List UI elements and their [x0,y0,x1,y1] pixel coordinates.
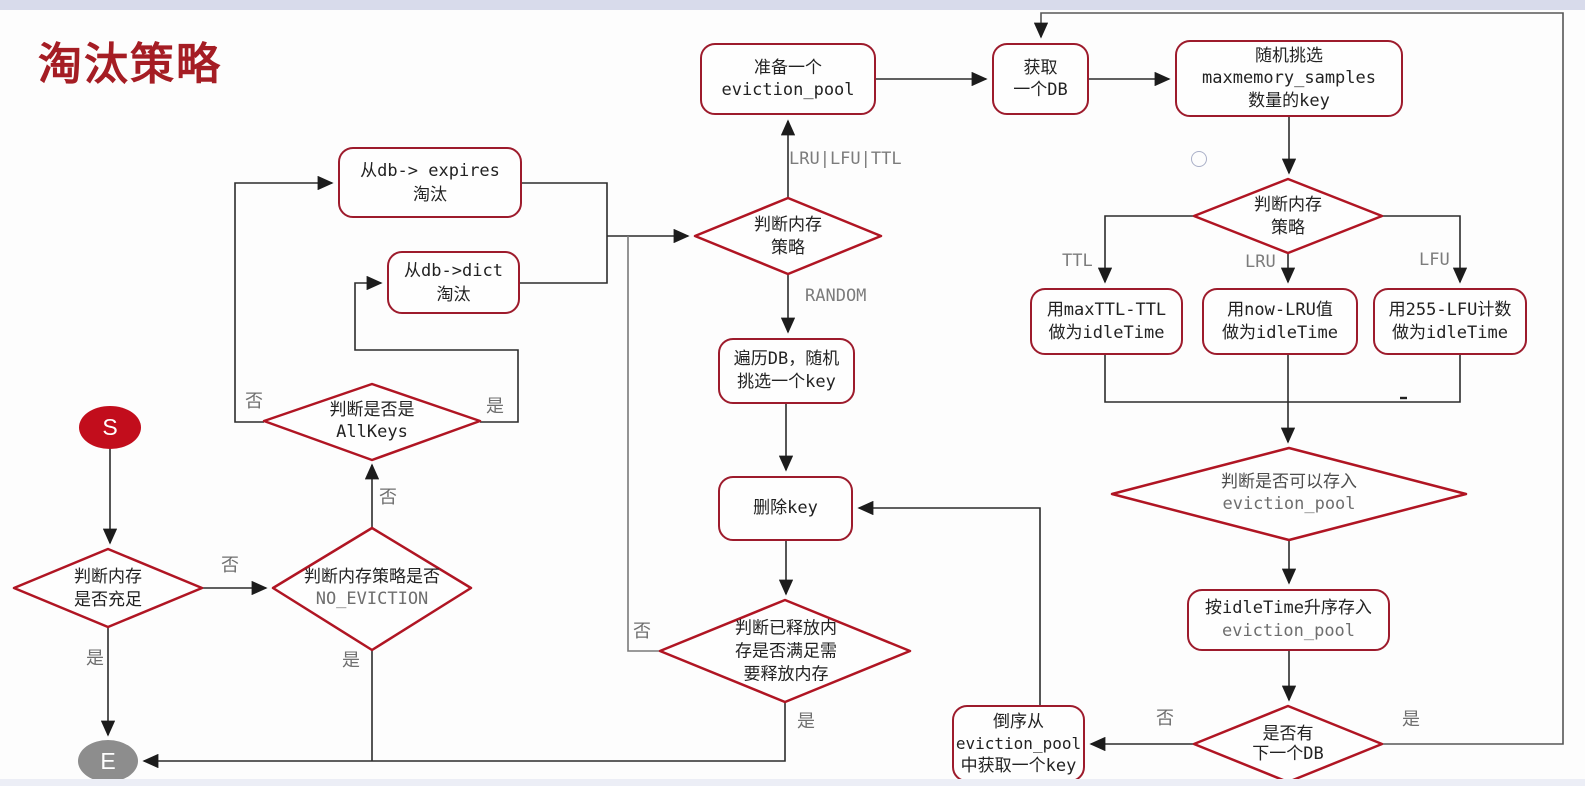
label-next-db: 是否有 下一个DB [1252,724,1324,764]
node-from-dict-line1: 从db->dict [404,260,503,281]
edge-label-no-nextdb: 否 [1156,708,1174,728]
node-get-db: 获取 一个DB [992,43,1089,115]
node-traverse-db-line2: 挑选一个key [737,372,836,392]
cursor-circle-artifact [1191,151,1207,167]
node-insert-pool: 按idleTime升序存入 eviction_pool [1187,589,1390,651]
label-judge-memory: 判断内存 是否充足 [74,567,142,609]
diamond-judge-released [658,598,912,704]
diamond-next-db [1192,704,1384,784]
node-random-pick: 随机挑选 maxmemory_samples 数量的key [1175,40,1403,117]
edge-label-no-released: 否 [633,621,651,641]
edge-idletime-merge-bus [1104,355,1461,403]
page-title: 淘汰策略 [38,40,222,89]
node-use-lru: 用now-LRU值 做为idleTime [1202,288,1358,355]
label-judge-noeviction: 判断内存策略是否 NO_EVICTION [304,567,440,609]
edge-label-no-memcheck: 否 [221,555,239,575]
node-insert-pool-line2: eviction_pool [1221,621,1356,641]
node-traverse-db: 遍历DB，随机 挑选一个key [718,338,855,404]
diamond-judge-noeviction [271,526,473,652]
diamond-judge-pool [1110,446,1468,542]
node-random-pick-line3: 数量的key [1248,91,1330,111]
node-reverse-pool-line3: 中获取一个key [960,755,1077,776]
edge-label-yes-allkeys: 是 [486,396,504,416]
node-from-dict-line2: 淘汰 [436,284,471,304]
diamond-judge-policy-right [1192,177,1384,255]
edge-label-no-allkeys: 否 [245,391,263,411]
diamond-judge-allkeys [262,382,482,462]
node-get-db-line1: 获取 [1023,58,1058,77]
node-use-ttl: 用maxTTL-TTL 做为idleTime [1030,288,1183,355]
node-random-pick-line2: maxmemory_samples [1202,68,1376,88]
node-from-dict: 从db->dict 淘汰 [387,251,520,314]
node-prepare-pool: 准备一个 eviction_pool [700,43,876,115]
diamond-judge-policy-left [693,196,883,276]
end-node: E [78,740,138,782]
node-use-lru-line1: 用now-LRU值 [1227,299,1333,320]
edge-label-lru: LRU [1245,252,1276,272]
node-use-lfu: 用255-LFU计数 做为idleTime [1373,288,1527,355]
edge-released-yes-to-end [142,702,786,769]
node-reverse-pool-line1: 倒序从 [993,711,1044,731]
top-window-strip [0,0,1585,10]
label-judge-allkeys: 判断是否是 AllKeys [329,400,415,442]
node-reverse-pool-line2: eviction_pool [955,733,1082,753]
node-use-lfu-line1: 用255-LFU计数 [1388,299,1512,320]
node-get-db-line2: 一个DB [1013,80,1068,100]
edge-label-yes-noeviction: 是 [342,650,360,670]
edge-label-lru-lfu-ttl: LRU|LFU|TTL [789,149,902,169]
edge-label-ttl: TTL [1062,251,1093,271]
node-prepare-pool-line1: 准备一个 [754,58,822,77]
edge-allkeys-no-to-expires [234,175,334,423]
edge-label-yes-released: 是 [797,711,815,731]
edge-label-lfu: LFU [1419,250,1450,270]
edge-policy-right-lfu [1382,215,1468,284]
node-use-lfu-line2: 做为idleTime [1392,322,1508,343]
node-traverse-db-line1: 遍历DB，随机 [733,349,840,369]
edge-evict-boxes-bus [520,182,608,284]
node-use-lru-line2: 做为idleTime [1222,322,1338,343]
edge-released-no-loop [627,236,660,652]
start-node: S [79,406,141,449]
node-random-pick-line1: 随机挑选 [1255,46,1323,65]
node-prepare-pool-line2: eviction_pool [721,80,855,100]
node-use-ttl-line1: 用maxTTL-TTL [1046,299,1167,320]
label-judge-pool: 判断是否可以存入 eviction_pool [1221,472,1357,514]
label-judge-released: 判断已释放内 存是否满足需 要释放内存 [735,618,837,684]
label-judge-policy-right: 判断内存 策略 [1254,195,1322,237]
bottom-window-strip [0,779,1585,786]
label-judge-policy-left: 判断内存 策略 [754,215,822,257]
node-from-expires: 从db-> expires 淘汰 [338,147,522,218]
edge-label-no-noeviction: 否 [379,487,397,507]
edge-label-yes-nextdb: 是 [1402,709,1420,729]
node-delete-key: 删除key [718,476,853,541]
node-insert-pool-line1: 按idleTime升序存入 [1205,598,1372,618]
edge-nextdb-yes-loop-top [1033,12,1564,745]
edge-reverse-to-deletekey [857,500,1041,705]
node-reverse-pool: 倒序从 eviction_pool 中获取一个key [952,705,1085,782]
edge-label-random: RANDOM [805,286,867,306]
diamond-judge-memory [12,547,204,629]
node-from-expires-line1: 从db-> expires [360,160,500,181]
node-from-expires-line2: 淘汰 [413,184,447,204]
edge-allkeys-yes-to-dict [354,275,519,423]
edge-label-yes-memcheck: 是 [86,648,104,668]
node-use-ttl-line2: 做为idleTime [1048,322,1165,343]
node-delete-key-line1: 删除key [753,498,818,518]
edge-policy-right-ttl [1097,215,1194,284]
